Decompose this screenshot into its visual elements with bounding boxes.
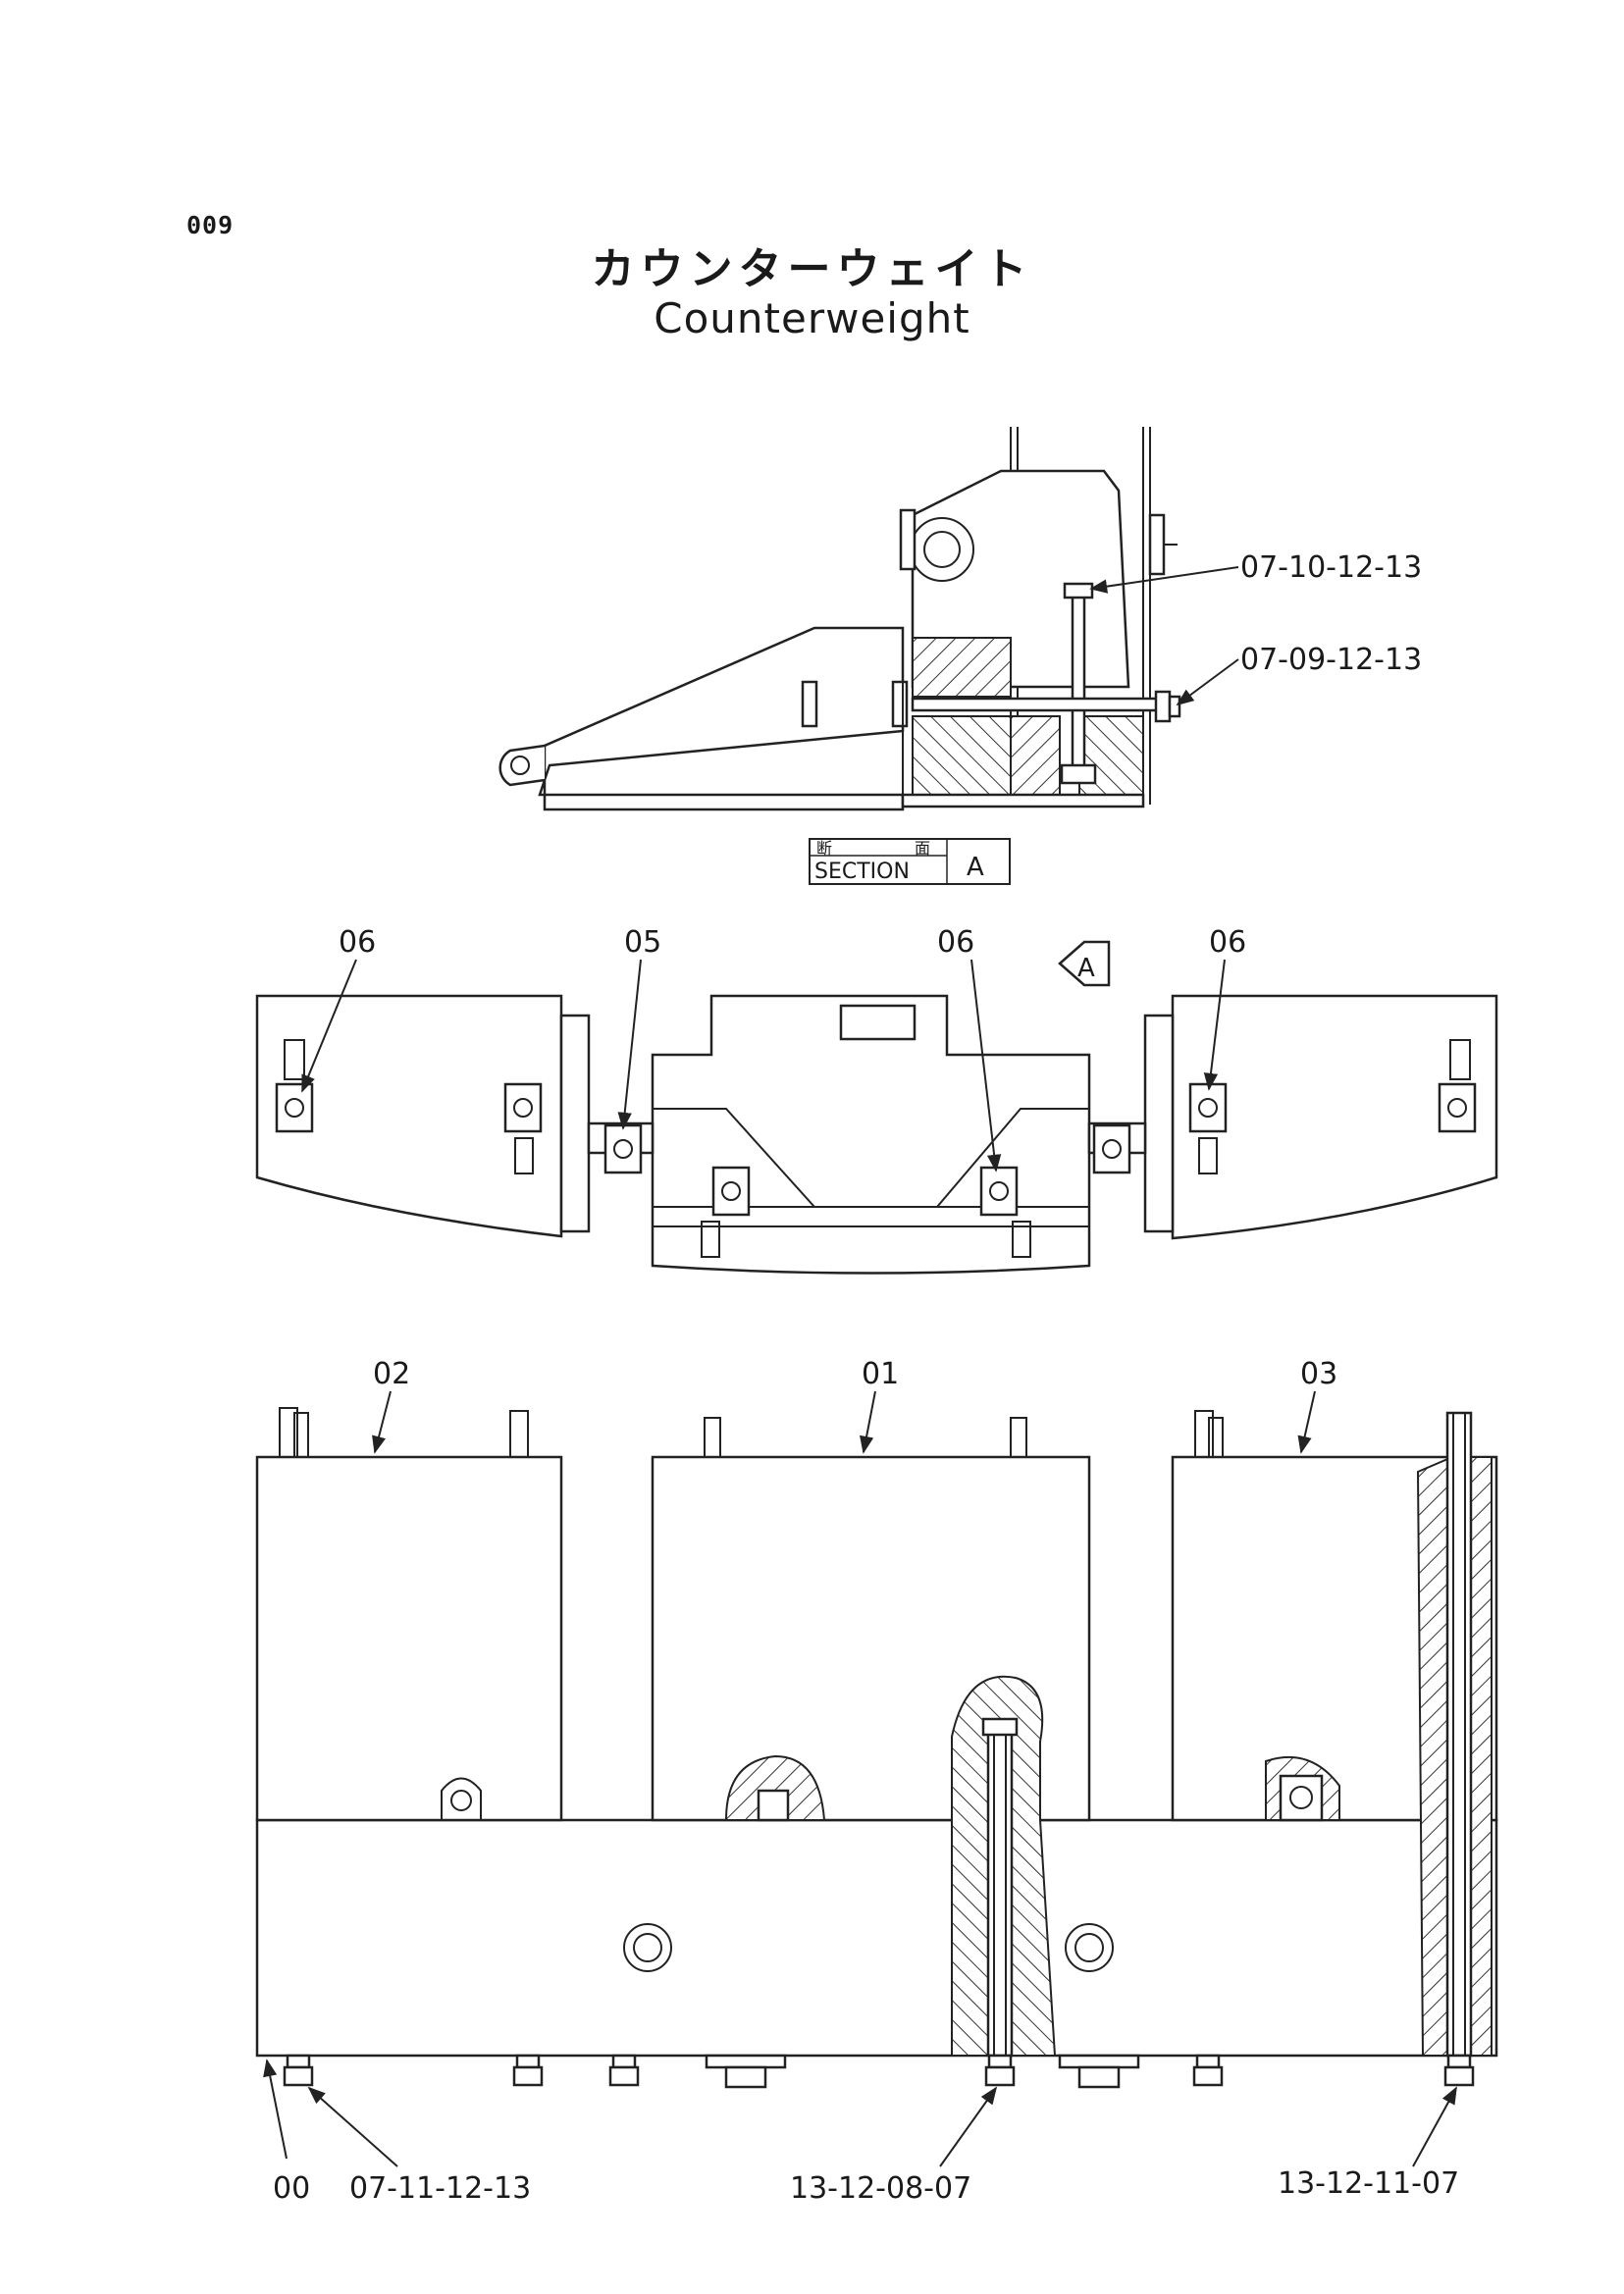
callout-07-09-12-13: 07-09-12-13 [1240, 643, 1422, 677]
callout-06-center: 06 [937, 925, 974, 960]
section-label-jp-2: 面 [915, 839, 930, 858]
callout-07-10-12-13: 07-10-12-13 [1240, 550, 1422, 585]
front-view [255, 1390, 1498, 2167]
section-a-view [498, 427, 1239, 811]
section-label-box: 断 面 SECTION A [809, 838, 1011, 885]
callout-13-12-11-07: 13-12-11-07 [1278, 2166, 1459, 2201]
view-arrow-letter: A [1077, 954, 1095, 983]
callout-07-11-12-13: 07-11-12-13 [349, 2171, 531, 2206]
callout-05: 05 [624, 925, 661, 960]
plan-view: A [255, 940, 1498, 1275]
title-japanese: カウンターウェイト [591, 244, 1033, 294]
callout-03: 03 [1300, 1357, 1337, 1391]
callout-00: 00 [273, 2171, 310, 2206]
title-english: Counterweight [654, 294, 970, 342]
section-label-jp-1: 断 [816, 839, 832, 858]
callout-06-right: 06 [1209, 925, 1246, 960]
callout-01: 01 [862, 1357, 899, 1391]
section-label-en: SECTION [814, 860, 910, 884]
callout-02: 02 [373, 1357, 410, 1391]
callout-06-left: 06 [339, 925, 376, 960]
callout-13-12-08-07: 13-12-08-07 [790, 2171, 971, 2206]
section-label-letter: A [967, 853, 984, 882]
page-number: 009 [186, 211, 235, 239]
